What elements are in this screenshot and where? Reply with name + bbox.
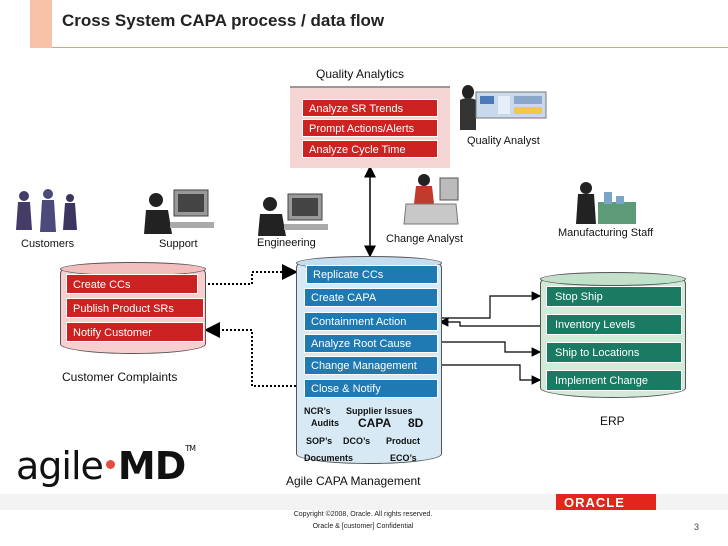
capa-source-supplier-issues: Supplier Issues: [346, 406, 413, 416]
customers-icon: [16, 189, 77, 232]
footer-confidential: Oracle & [customer] Confidential: [312, 523, 414, 530]
customers-label: Customers: [21, 238, 75, 250]
implement-change-link: [440, 364, 542, 385]
engineering-icon: [258, 193, 328, 236]
quality-analyst-icon: [460, 85, 547, 130]
capa-source-capa: CAPA: [358, 416, 392, 430]
title-accent: [30, 0, 52, 48]
capa-item-change-management[interactable]: Change Management: [304, 356, 438, 375]
footer-copyright: Copyright ©2008, Oracle. All rights rese…: [293, 511, 433, 518]
qa-item-analyze-sr-trends[interactable]: Analyze SR Trends: [302, 99, 438, 117]
ship-locations-link: [440, 341, 542, 357]
support-icon: [144, 189, 214, 234]
cc-to-replicate-link: [204, 264, 298, 285]
capa-item-analyze-root-cause[interactable]: Analyze Root Cause: [304, 334, 438, 353]
footer-bar: [0, 494, 728, 510]
manufacturing-staff-icon: [576, 182, 636, 224]
page-number: 3: [694, 522, 700, 532]
oracle-logo-bg: [556, 494, 656, 510]
page-title: Cross System CAPA process / data flow: [62, 11, 385, 30]
agile-md-logo: agile MDTM: [16, 444, 196, 488]
capa-source-8d: 8D: [408, 416, 424, 430]
erp-label: ERP: [600, 414, 625, 428]
stop-ship-link: [438, 291, 542, 319]
customer-complaints-label: Customer Complaints: [62, 370, 178, 384]
erp-item-ship-to-locations[interactable]: Ship to Locations: [546, 342, 682, 363]
agile-capa-label: Agile CAPA Management: [286, 474, 421, 488]
cc-item-publish-product-srs[interactable]: Publish Product SRs: [66, 298, 204, 318]
change-analyst-label: Change Analyst: [386, 233, 464, 245]
cc-item-notify-customer[interactable]: Notify Customer: [66, 322, 204, 342]
erp-cylinder-top: [540, 272, 686, 286]
quality-analytics-label: Quality Analytics: [316, 67, 405, 81]
md-logo-word: MD: [117, 444, 186, 488]
oracle-logo: ORACLE: [564, 495, 625, 510]
cc-item-create-ccs[interactable]: Create CCs: [66, 274, 198, 294]
capa-source-ecos: ECO’s: [390, 453, 417, 463]
logo-dot-icon: [105, 460, 115, 469]
agile-logo-word: agile: [16, 444, 104, 488]
qa-item-prompt-actions[interactable]: Prompt Actions/Alerts: [302, 119, 438, 137]
erp-item-implement-change[interactable]: Implement Change: [546, 370, 682, 391]
capa-item-create-capa[interactable]: Create CAPA: [304, 288, 438, 307]
erp-item-inventory-levels[interactable]: Inventory Levels: [546, 314, 682, 335]
capa-source-dcos: DCO’s: [343, 436, 371, 446]
inventory-link: [438, 317, 540, 327]
capa-source-ncrs: NCR’s: [304, 406, 331, 416]
change-analyst-icon: [403, 174, 459, 225]
quality-analyst-label: Quality Analyst: [467, 135, 540, 147]
support-label: Support: [159, 238, 198, 250]
capa-source-documents: Documents: [304, 453, 354, 463]
title-underline: [52, 47, 728, 48]
capa-source-product: Product: [386, 436, 421, 446]
tm-mark: TM: [185, 444, 196, 453]
erp-item-stop-ship[interactable]: Stop Ship: [546, 286, 682, 307]
capa-source-sops: SOP’s: [306, 436, 333, 446]
engineering-label: Engineering: [257, 237, 316, 249]
qa-item-analyze-cycle-time[interactable]: Analyze Cycle Time: [302, 140, 438, 158]
capa-source-audits: Audits: [311, 418, 339, 428]
capa-item-containment-action[interactable]: Containment Action: [304, 312, 438, 331]
capa-item-close-notify[interactable]: Close & Notify: [304, 379, 438, 398]
manufacturing-staff-label: Manufacturing Staff: [558, 227, 654, 239]
capa-item-replicate-ccs[interactable]: Replicate CCs: [306, 265, 438, 284]
close-to-notify-link: [204, 322, 296, 387]
